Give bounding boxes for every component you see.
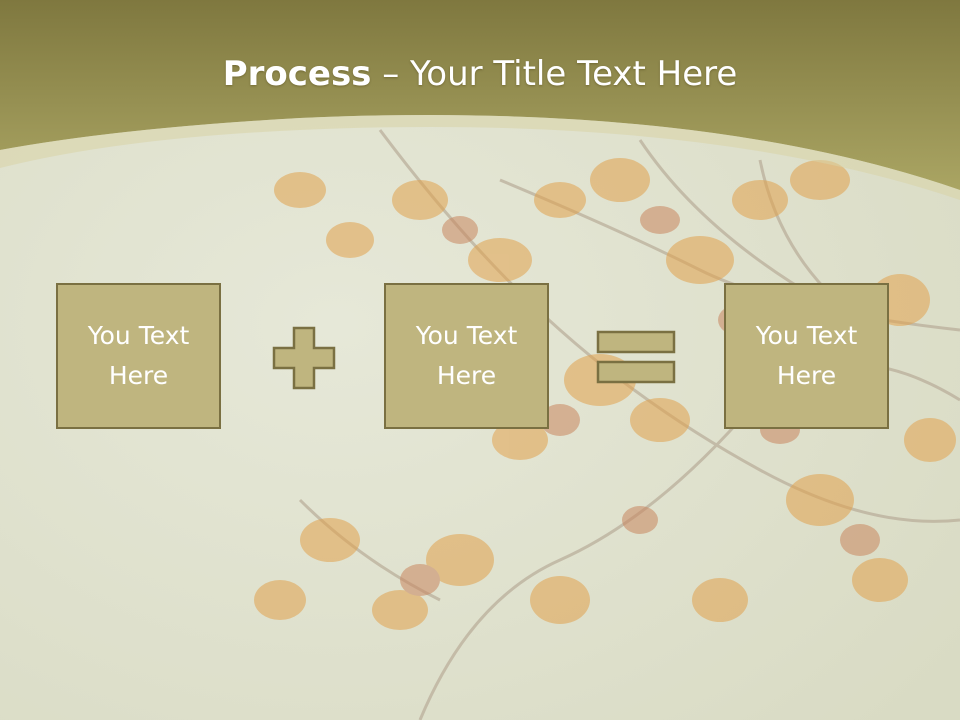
text-box-2-label: You Text Here (415, 321, 518, 390)
slide-title: Process – Your Title Text Here (0, 52, 960, 96)
equals-icon (596, 330, 676, 384)
text-box-3-label: You Text Here (755, 321, 858, 390)
text-box-2[interactable]: You Text Here (384, 283, 549, 429)
text-box-1-label: You Text Here (87, 321, 190, 390)
text-box-1[interactable]: You Text Here (56, 283, 221, 429)
title-rest: – Your Title Text Here (371, 54, 738, 94)
title-bold-part: Process (222, 54, 372, 94)
text-box-3[interactable]: You Text Here (724, 283, 889, 429)
plus-icon (272, 326, 336, 390)
